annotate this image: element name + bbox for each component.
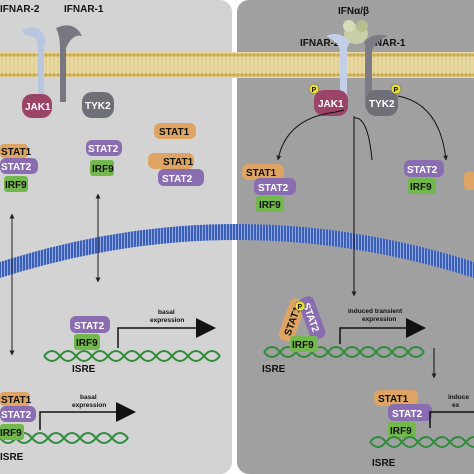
tyk2-right: TYK2 [366, 90, 398, 116]
ifnar2-label-right: IFNAR-2 [300, 38, 340, 49]
isgf3-complex-right-top: STAT1 STAT2 IRF9 [242, 164, 296, 212]
ifnar2-receptor-right [326, 34, 350, 108]
svg-text:IRF9: IRF9 [76, 338, 98, 349]
basal-expression-arrow-1 [117, 327, 200, 348]
ifn-ligand-label: IFNα/β [338, 6, 369, 17]
svg-text:STAT1: STAT1 [159, 127, 190, 138]
stat2-irf9-left: STAT2 IRF9 [86, 140, 122, 176]
stat2-irf9-on-isre-left: STAT2 IRF9 [70, 316, 110, 350]
svg-text:TYK2: TYK2 [369, 99, 395, 110]
isre-label-left-bottom: ISRE [0, 452, 24, 463]
svg-text:IRF9: IRF9 [92, 164, 114, 175]
isgf3-complex-left-bottom: STAT1 STAT2 IRF9 [0, 392, 36, 440]
ifnar1-receptor-left [56, 25, 82, 102]
isgf3-complex-left-top: STAT1 STAT2 IRF9 [0, 144, 38, 192]
jak1-right: JAK1 [314, 90, 348, 116]
svg-text:IRF9: IRF9 [259, 200, 281, 211]
svg-text:TYK2: TYK2 [85, 101, 111, 112]
svg-text:P: P [312, 87, 317, 94]
dna-right-bottom [369, 436, 474, 448]
svg-text:STAT2: STAT2 [392, 409, 423, 420]
induced-partial-line2: ex [452, 402, 460, 409]
signal-curve-center [353, 117, 373, 161]
svg-text:STAT2: STAT2 [407, 165, 438, 176]
svg-text:STAT1: STAT1 [163, 157, 194, 168]
nuclear-envelope [0, 224, 474, 278]
svg-text:STAT2: STAT2 [162, 174, 193, 185]
induced-arrow-2 [429, 411, 474, 428]
svg-text:IRF9: IRF9 [410, 182, 432, 193]
svg-text:STAT1: STAT1 [1, 395, 32, 406]
ifnar2-label-left: IFNAR-2 [0, 4, 40, 15]
induced-partial-line1: induce [448, 394, 469, 401]
dna-left-middle [43, 350, 221, 362]
isre-label-right-middle: ISRE [262, 364, 286, 375]
induced-transient-line1: induced transient [348, 308, 403, 315]
svg-text:IRF9: IRF9 [292, 340, 314, 351]
svg-text:P: P [394, 87, 399, 94]
svg-text:STAT2: STAT2 [88, 144, 119, 155]
induced-transient-arrow [339, 327, 410, 344]
stat1-stat2-dimer-left: STAT1 STAT2 [148, 153, 204, 186]
isre-label-left-middle: ISRE [72, 364, 96, 375]
stat2-irf9-right: STAT2 IRF9 [404, 160, 444, 194]
ifnar1-label-right: IFNAR-1 [366, 38, 406, 49]
basal-label-1-line1: basal [158, 309, 175, 316]
svg-text:P: P [298, 304, 303, 311]
induced-transient-line2: expression [362, 316, 396, 323]
svg-text:IRF9: IRF9 [5, 180, 27, 191]
basal-label-2-line2: expression [72, 402, 106, 409]
ifnar1-receptor-right [364, 34, 388, 108]
ifnar1-label-left: IFNAR-1 [64, 4, 104, 15]
isre-label-right-bottom: ISRE [372, 458, 396, 469]
stat1-partial-right [464, 172, 474, 190]
svg-text:IRF9: IRF9 [390, 426, 412, 437]
basal-label-2-line1: basal [80, 394, 97, 401]
svg-text:JAK1: JAK1 [25, 102, 51, 113]
svg-text:STAT2: STAT2 [258, 183, 289, 194]
svg-text:STAT1: STAT1 [1, 147, 32, 158]
signal-curve-left [276, 109, 345, 161]
svg-text:STAT1: STAT1 [246, 168, 277, 179]
svg-text:STAT2: STAT2 [1, 410, 32, 421]
svg-text:STAT2: STAT2 [1, 162, 32, 173]
jak1-left: JAK1 [22, 94, 52, 118]
svg-text:JAK1: JAK1 [318, 99, 344, 110]
basal-expression-arrow-2 [39, 411, 120, 430]
basal-label-1-line2: expression [150, 317, 184, 324]
svg-text:IRF9: IRF9 [0, 428, 22, 439]
tyk2-left: TYK2 [82, 92, 114, 118]
svg-text:STAT1: STAT1 [378, 394, 409, 405]
plasma-membrane [0, 52, 474, 78]
phospho-marker-tyk2: P [390, 83, 402, 95]
phospho-marker-jak1: P [308, 83, 320, 95]
signal-curve-right [397, 95, 449, 161]
svg-text:STAT2: STAT2 [74, 321, 105, 332]
stat1-free-left: STAT1 [154, 123, 196, 139]
ifn-ligand [343, 20, 368, 44]
isgf3-complex-right-bottom: STAT1 STAT2 IRF9 [374, 390, 432, 438]
